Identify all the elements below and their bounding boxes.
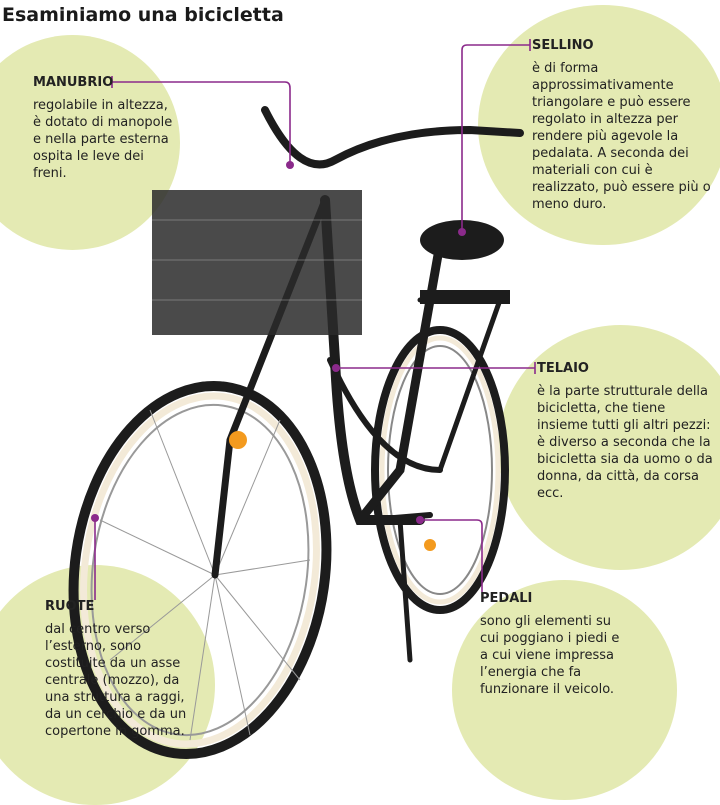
front-wheel — [68, 380, 332, 760]
label-telaio: TELAIO è la parte strutturale della bici… — [537, 360, 717, 502]
rear-wheel — [371, 326, 509, 614]
manubrio-bubble — [0, 35, 180, 250]
leader-lines — [94, 39, 536, 600]
ruote-heading: RUOTE — [45, 599, 95, 614]
telaio-heading: TELAIO — [537, 361, 589, 376]
manubrio-heading: MANUBRIO — [33, 75, 114, 90]
pedali-heading: PEDALI — [480, 591, 533, 606]
sellino-heading: SELLINO — [532, 38, 594, 53]
basket-mesh — [152, 219, 362, 301]
label-manubrio: MANUBRIO regolabile in altezza, è dotato… — [33, 74, 178, 182]
frame — [211, 106, 524, 663]
basket — [152, 190, 362, 335]
label-pedali: PEDALI sono gli elementi su cui poggiano… — [480, 590, 630, 698]
pedali-bubble — [452, 580, 677, 800]
page-title: Esaminiamo una bicicletta — [2, 4, 284, 26]
rack — [420, 290, 510, 304]
label-sellino: SELLINO è di forma approssimativamente t… — [532, 37, 720, 213]
reflector — [229, 431, 247, 449]
telaio-text: è la parte strutturale della bicicletta,… — [537, 384, 713, 501]
ruote-text: dal centro verso l’esterno, sono costitu… — [45, 622, 187, 739]
pedali-text: sono gli elementi su cui poggiano i pied… — [480, 614, 620, 697]
leader-dots — [91, 161, 466, 524]
manubrio-text: regolabile in altezza, è dotato di manop… — [33, 98, 173, 181]
pedal-reflector — [424, 539, 436, 551]
sellino-text: è di forma approssimativamente triangola… — [532, 61, 711, 212]
saddle — [420, 220, 504, 260]
label-ruote: RUOTE dal centro verso l’esterno, sono c… — [45, 598, 195, 740]
